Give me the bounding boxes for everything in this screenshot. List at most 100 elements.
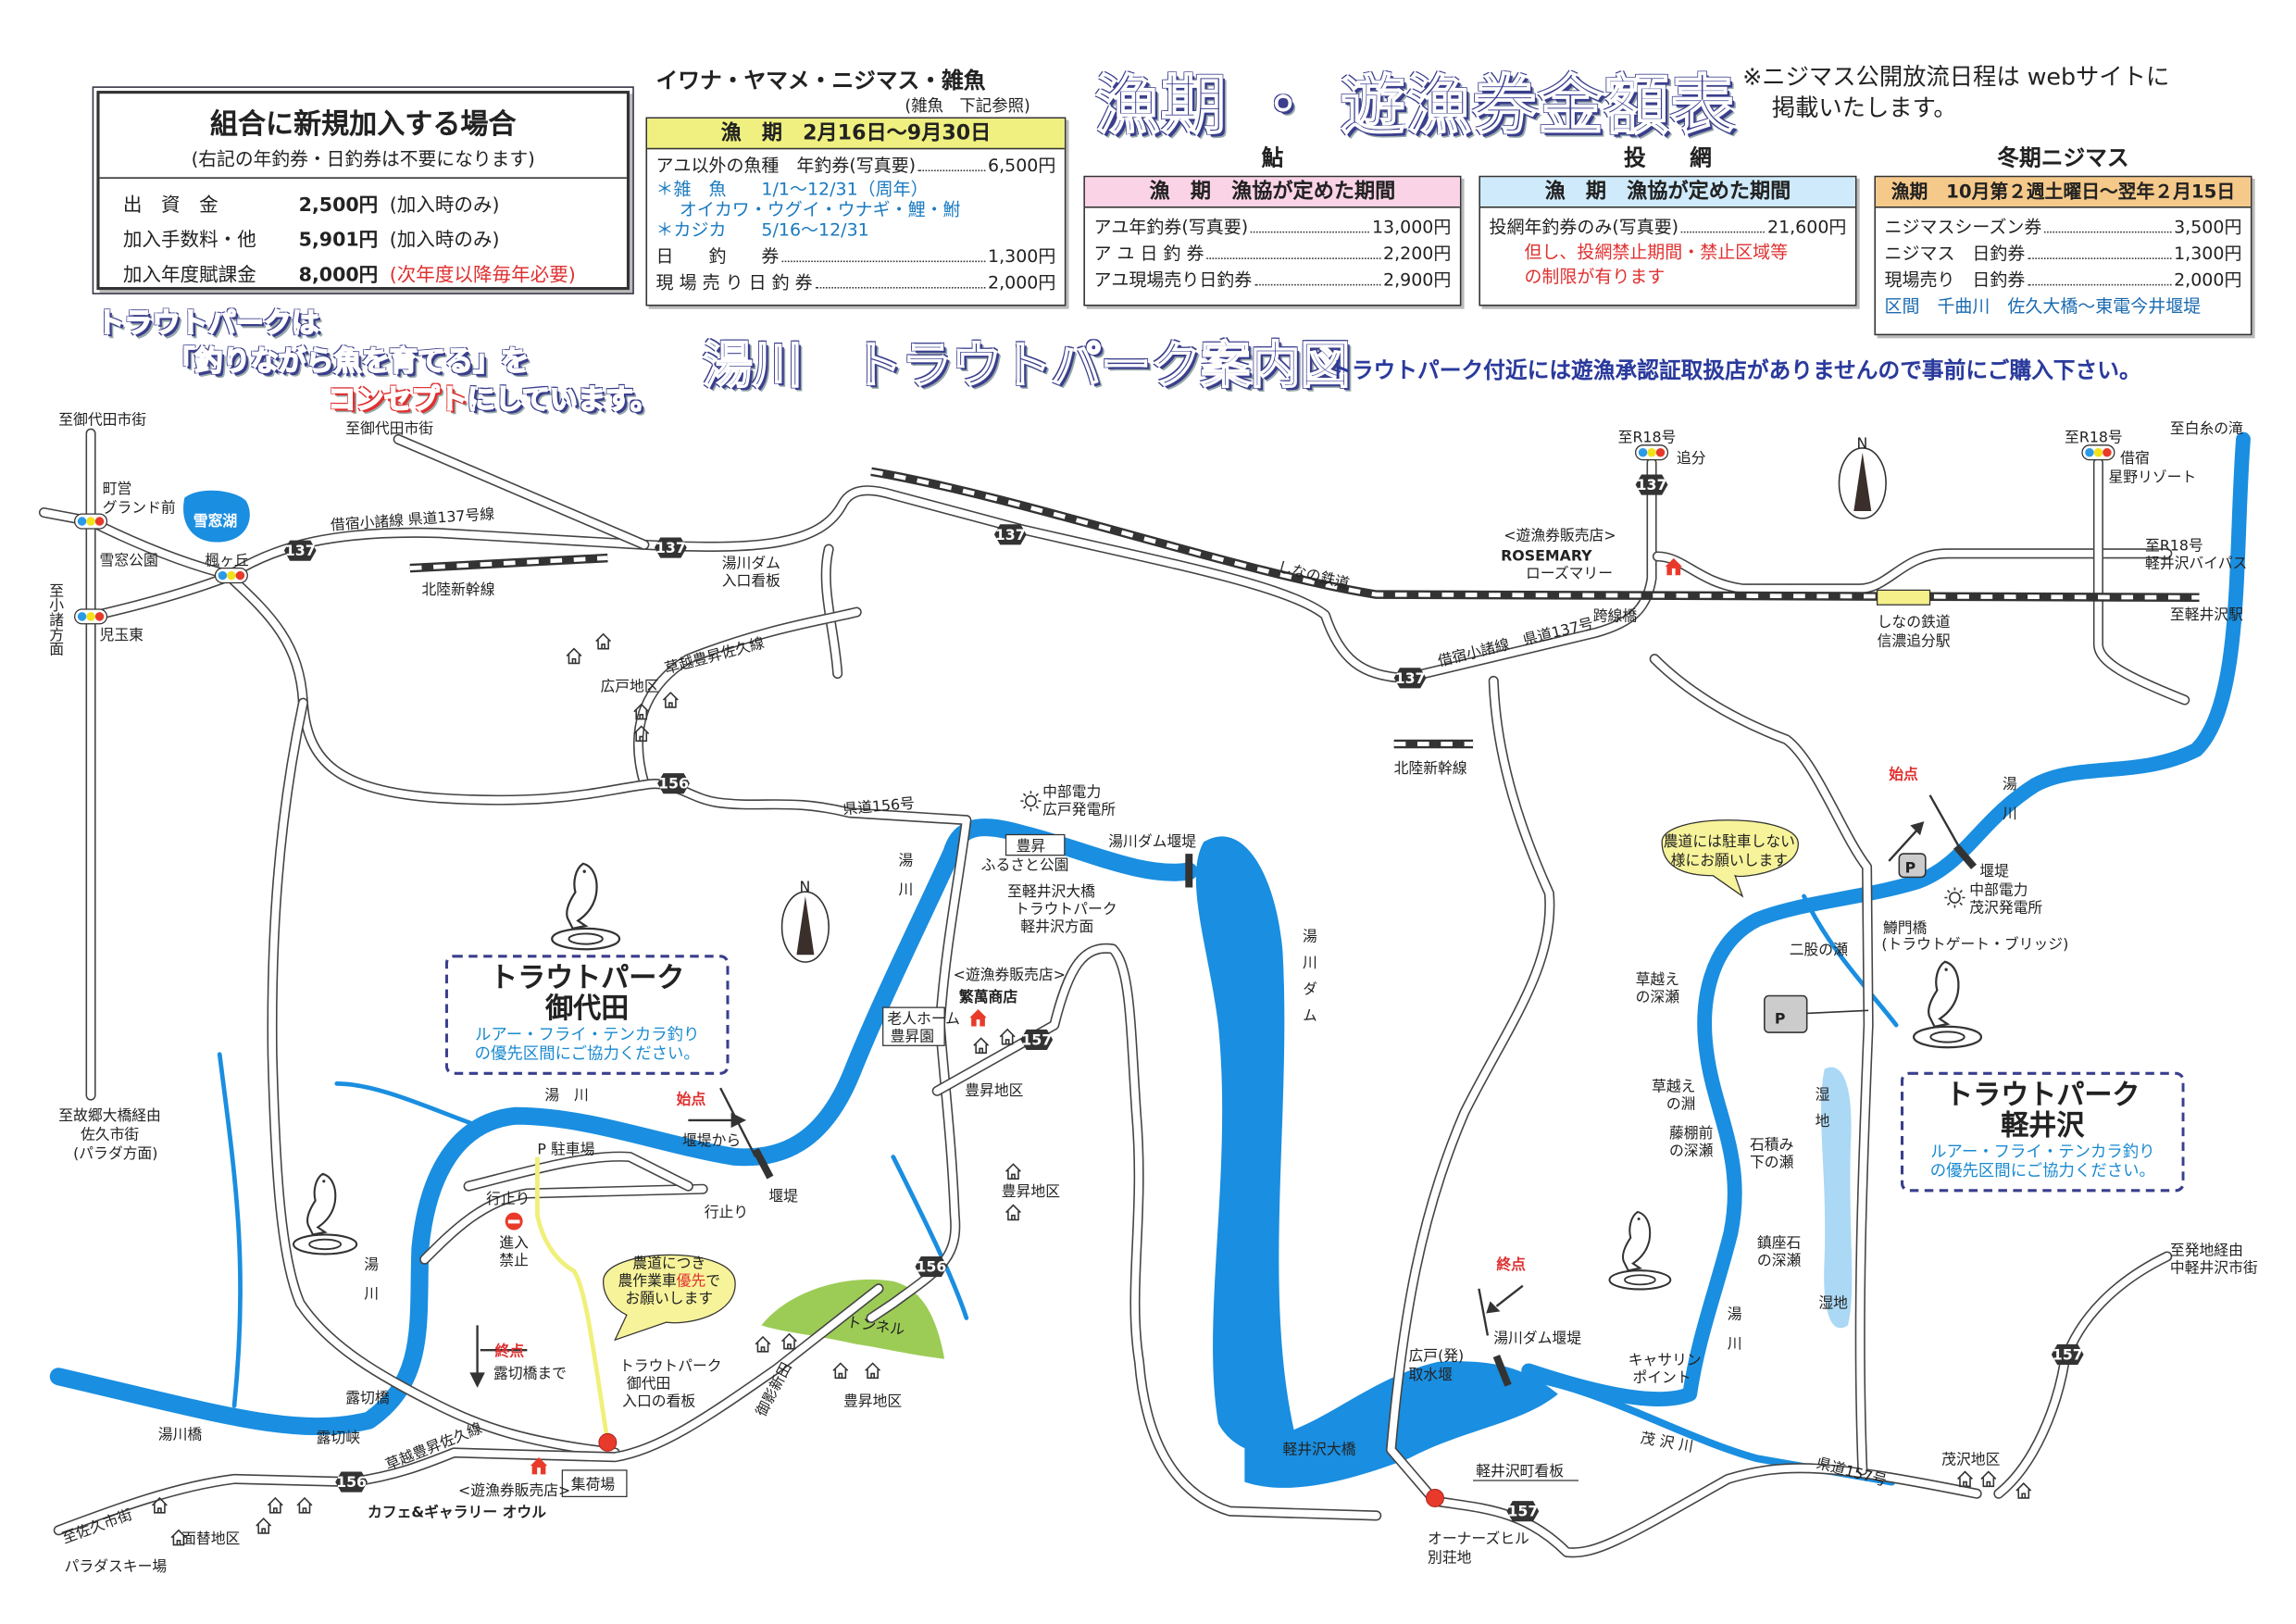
road-156-fill bbox=[227, 574, 970, 1322]
bubble-line: 農道には駐車しない bbox=[1664, 832, 1795, 850]
label: 御影新田 bbox=[752, 1359, 794, 1419]
label: 堰堤から bbox=[682, 1131, 741, 1149]
label: 広戸地区 bbox=[600, 678, 658, 695]
label: 県道157号 bbox=[1815, 1454, 1889, 1489]
label: 至御代田市街 bbox=[345, 419, 433, 437]
label: 露切峡 bbox=[317, 1429, 361, 1446]
yukawa-reservoir bbox=[1195, 836, 1295, 1453]
label: の深瀬 bbox=[1636, 988, 1680, 1006]
toami-caption: 投 網 bbox=[1623, 144, 1712, 172]
membership-subtitle: (右記の年釣券・日釣券は不要になります) bbox=[99, 144, 627, 179]
row-label: 加入手数料・他 bbox=[122, 229, 256, 252]
membership-title: 組合に新規加入する場合 bbox=[209, 108, 517, 141]
iwana-note: ＊カジカ 5/16～12/31 bbox=[655, 219, 869, 241]
label: キャサリン bbox=[1628, 1351, 1702, 1368]
fee-table-title: 漁期 ・ 遊漁券金額表 bbox=[1094, 69, 1737, 144]
price: 2,900円 bbox=[1383, 269, 1452, 291]
route-number: 157 bbox=[2053, 1346, 2083, 1364]
start-pointer bbox=[1928, 794, 1964, 854]
farm-road-bubble: 農道につき 農作業車優先で お願いします bbox=[602, 1255, 736, 1342]
label: 町営 bbox=[103, 480, 132, 497]
label: 集荷場 bbox=[571, 1475, 616, 1493]
web-note: ※ニジマス公開放流日程は webサイトに 掲載いたします。 bbox=[1742, 61, 2169, 122]
route-156-shield: 156 bbox=[657, 773, 690, 794]
ayu-period: 漁 期 漁協が定めた期間 bbox=[1084, 177, 1460, 208]
route-number: 156 bbox=[336, 1473, 367, 1491]
river-label: 湯 川 bbox=[896, 852, 914, 896]
label: (トラウトゲート・ブリッジ) bbox=[1881, 935, 2068, 953]
concept-line: コンセプトにしています。 bbox=[96, 381, 658, 418]
label: 行止り bbox=[486, 1190, 530, 1207]
label: ポイント bbox=[1632, 1368, 1691, 1386]
traffic-signal-icon bbox=[74, 513, 108, 530]
route-137-shield: 137 bbox=[1393, 668, 1427, 689]
row-label: 出 資 金 bbox=[122, 194, 218, 217]
road-to-miyota-fill bbox=[394, 435, 648, 549]
route-number: 137 bbox=[1637, 476, 1667, 493]
road-karuizawa-bridge-fill bbox=[1387, 677, 1981, 1556]
arrow-head bbox=[469, 1372, 485, 1388]
tributary bbox=[334, 1081, 486, 1131]
label: 面替地区 bbox=[181, 1530, 240, 1547]
route-157-shield: 157 bbox=[1020, 1029, 1054, 1051]
row-amount: 5,901円 bbox=[298, 229, 379, 252]
iwana-heading: イワナ・ヤマメ・ニジマス・雑魚 bbox=[655, 67, 986, 94]
house-icon bbox=[267, 1497, 284, 1514]
concept-text: トラウトパークは 「釣りながら魚を育てる」を コンセプトにしています。 bbox=[96, 305, 659, 418]
label: の深瀬 bbox=[1757, 1252, 1802, 1269]
label: ニジマス 日釣券 bbox=[1884, 243, 2026, 264]
house-icon bbox=[1980, 1470, 1997, 1488]
route-157-shield: 157 bbox=[2051, 1343, 2084, 1366]
label: アユ年釣券(写真要) bbox=[1093, 217, 1249, 238]
wetland bbox=[1821, 1067, 1853, 1329]
route-number: 156 bbox=[658, 775, 689, 793]
label: 老人ホーム bbox=[887, 1010, 960, 1028]
label: 投網年釣券のみ(写真要) bbox=[1489, 217, 1679, 238]
power-plant-icon bbox=[1020, 791, 1042, 812]
label: 下の瀬 bbox=[1750, 1154, 1794, 1171]
end-label: 終点 bbox=[1496, 1255, 1526, 1273]
row-note: (加入時のみ) bbox=[389, 194, 500, 217]
house-icon bbox=[594, 633, 612, 650]
trout-icon bbox=[292, 1172, 358, 1255]
label: トラウトパーク bbox=[1015, 900, 1117, 918]
label: アユ以外の魚種 年釣券(写真要) bbox=[655, 155, 917, 176]
label: <遊漁券販売店> bbox=[1504, 527, 1616, 544]
label: 児玉東 bbox=[100, 626, 144, 643]
route-shields: 137 137 137 137 137 156 157 156 156 157 … bbox=[283, 474, 2084, 1522]
route-137-shield: 137 bbox=[283, 540, 317, 561]
dams bbox=[752, 843, 1977, 1387]
label: 禁止 bbox=[499, 1252, 529, 1269]
label: 湿地 bbox=[1813, 1086, 1830, 1139]
shinano-railway-dash bbox=[870, 468, 2200, 600]
label: ROSEMARY bbox=[1501, 547, 1592, 565]
house-icon bbox=[972, 1037, 990, 1054]
label: ア ユ 日 釣 券 bbox=[1093, 243, 1204, 264]
bubble-line: 農作業車優先で bbox=[618, 1272, 720, 1290]
label: 鱒門橋 bbox=[1883, 918, 1928, 936]
label: 雪窓公園 bbox=[100, 551, 158, 568]
markers bbox=[469, 794, 1964, 1388]
label: 至発地経由 bbox=[2170, 1241, 2243, 1258]
label: 豊昇地区 bbox=[965, 1081, 1023, 1099]
label: 行止り bbox=[705, 1203, 748, 1220]
label: 湯川橋 bbox=[158, 1426, 203, 1443]
miyota-weir bbox=[752, 1147, 774, 1180]
start-pointer bbox=[719, 1087, 757, 1158]
traffic-signal-icon bbox=[1635, 444, 1669, 461]
route-156-shield: 156 bbox=[915, 1256, 948, 1278]
label: 入口看板 bbox=[722, 572, 780, 590]
road-tsuyukiri-fill bbox=[268, 699, 619, 1456]
no-parking-bubble: 農道には駐車しない 様にお願いします bbox=[1661, 819, 1799, 898]
label: 中部電力 bbox=[1969, 881, 2028, 898]
label: 草越え bbox=[1652, 1077, 1695, 1094]
label: 進入 bbox=[499, 1234, 529, 1252]
house-icon bbox=[296, 1497, 313, 1514]
label: 別荘地 bbox=[1428, 1549, 1472, 1567]
warning-line: の制限が有ります bbox=[1524, 266, 1666, 287]
toami-period: 漁 期 漁協が定めた期間 bbox=[1479, 177, 1855, 208]
